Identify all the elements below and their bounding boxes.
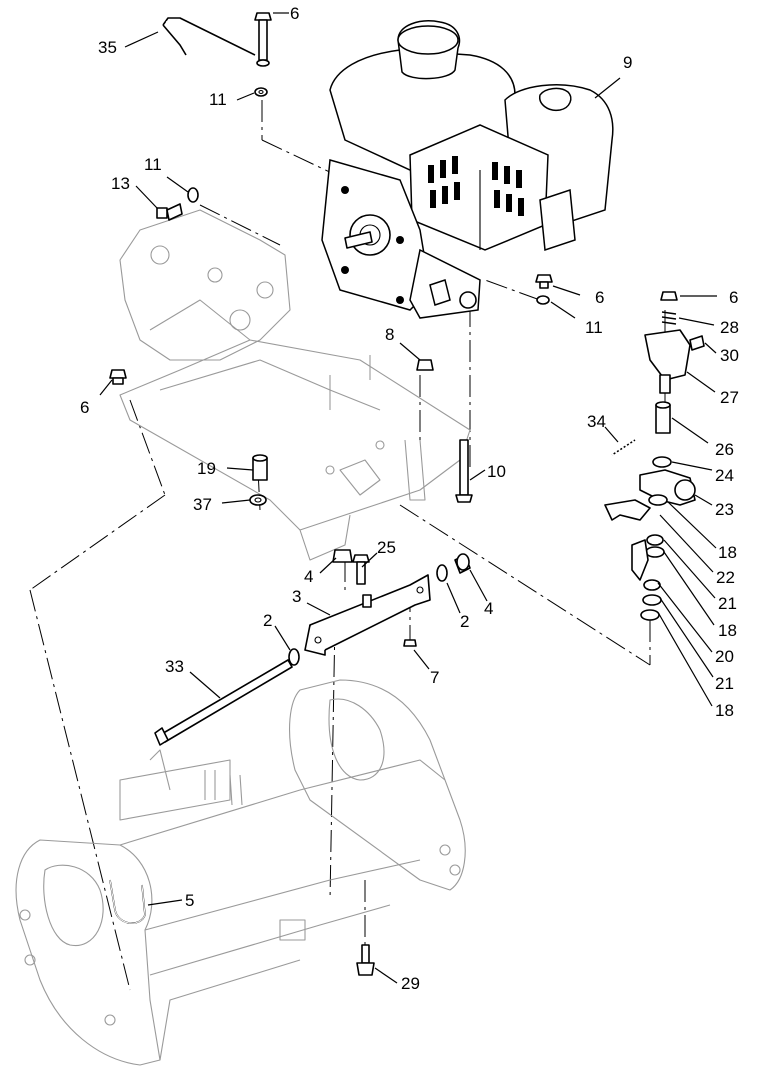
callout-20: 20: [715, 647, 734, 666]
callout-9: 9: [623, 53, 632, 72]
washer-11-left: [187, 187, 199, 203]
bolt-10: [455, 439, 473, 503]
callout-21-b: 21: [715, 674, 734, 693]
callout-5: 5: [185, 891, 194, 910]
callout-24: 24: [715, 466, 734, 485]
callout-18-a: 18: [718, 543, 737, 562]
washer-21a: [646, 534, 664, 546]
bolt-6-top: [254, 12, 272, 67]
callout-6-right: 6: [729, 288, 738, 307]
bracket-3: [304, 574, 431, 656]
nut-6-right: [660, 291, 678, 301]
nut-4-right: [454, 553, 471, 574]
callout-4-right: 4: [484, 599, 493, 618]
engine: [321, 20, 614, 319]
callout-26: 26: [715, 440, 734, 459]
clip-30: [689, 335, 705, 351]
nut-6-left: [109, 369, 127, 385]
callout-33: 33: [165, 657, 184, 676]
callout-11-top: 11: [209, 90, 227, 109]
callout-10: 10: [487, 462, 506, 481]
callout-3: 3: [292, 587, 301, 606]
frame-plate: [119, 339, 471, 561]
washer-18a: [648, 494, 668, 506]
callout-29: 29: [401, 974, 420, 993]
washer-21b: [643, 579, 661, 591]
callout-30: 30: [720, 346, 739, 365]
callout-23: 23: [715, 500, 734, 519]
callout-11-engine: 11: [585, 318, 603, 337]
bolt-13: [156, 203, 183, 221]
callout-34: 34: [587, 412, 606, 431]
bolt-29: [356, 944, 375, 976]
bracket-27: [644, 329, 691, 394]
lever-22: [604, 499, 651, 521]
washer-2-left: [288, 648, 300, 666]
callout-2-right: 2: [460, 612, 469, 631]
nut-4-left: [332, 549, 353, 563]
callout-35: 35: [98, 38, 117, 57]
muffler-slots: [428, 156, 524, 216]
callout-11-left: 11: [144, 155, 162, 174]
washer-18c: [642, 594, 662, 606]
u-bolt-5: [109, 879, 146, 924]
callout-6-top: 6: [290, 4, 299, 23]
washer-37: [249, 494, 267, 506]
shaft-33: [154, 659, 293, 746]
washer-18b: [645, 546, 665, 558]
lever-20: [631, 539, 649, 581]
callout-22: 22: [716, 568, 735, 587]
spring-34: [611, 439, 636, 456]
bolt-25: [352, 554, 370, 585]
callout-18-c: 18: [715, 701, 734, 720]
washer-2-right: [436, 564, 448, 582]
callout-8: 8: [385, 325, 394, 344]
callout-27: 27: [720, 388, 739, 407]
fitting-19: [252, 454, 268, 481]
engine-mount-bracket: [119, 209, 291, 361]
bolt-7: [403, 639, 417, 647]
washer-11-top: [254, 87, 268, 97]
callout-18-b: 18: [718, 621, 737, 640]
callout-37: 37: [193, 495, 212, 514]
callout-4-left: 4: [304, 567, 313, 586]
callout-21-a: 21: [718, 594, 737, 613]
callout-25: 25: [377, 538, 396, 557]
callout-2-left: 2: [263, 611, 272, 630]
washer-24: [652, 456, 672, 468]
bolt-6-engine: [535, 274, 553, 289]
callout-6-engine: 6: [595, 288, 604, 307]
callout-13: 13: [111, 174, 130, 193]
leader-lines: [99, 12, 717, 984]
callout-7: 7: [430, 668, 439, 687]
spring-28: [661, 311, 677, 325]
washer-18d: [640, 609, 660, 621]
spacer-26: [655, 401, 671, 434]
washer-11-engine: [536, 295, 550, 305]
nut-8: [416, 359, 434, 371]
callout-28: 28: [720, 318, 739, 337]
fuel-line-35: [162, 17, 256, 59]
lower-frame: [15, 679, 466, 1066]
callout-6-left: 6: [80, 398, 89, 417]
callout-labels: 35 6 11 9 13 11 6 11 6 28 30 27 8 6 34 2…: [80, 4, 739, 993]
callout-19: 19: [197, 459, 216, 478]
